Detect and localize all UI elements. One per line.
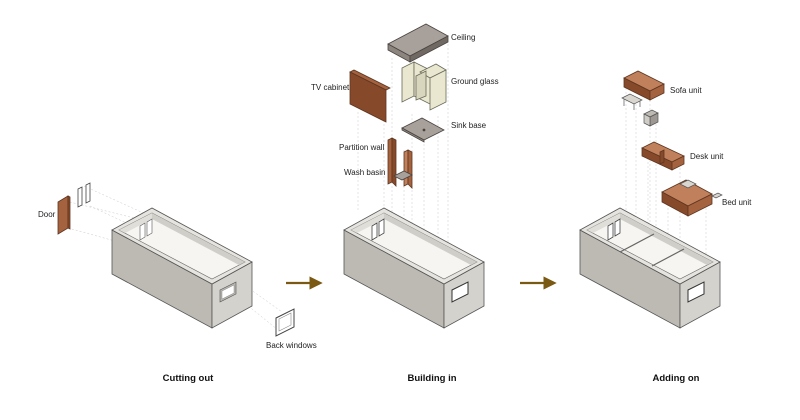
chair-part — [643, 109, 659, 127]
label-tv-cabinet: TV cabinet — [311, 83, 350, 92]
stool-part — [621, 93, 643, 110]
desk-unit-part — [641, 141, 685, 171]
stage-title-cutting-out: Cutting out — [163, 373, 214, 384]
wash-basin-part — [393, 149, 413, 189]
label-sofa-unit: Sofa unit — [670, 86, 702, 95]
room-box-adding — [579, 207, 721, 329]
stage-adding-on: Sofa unit Desk unit Bed unit Adding on — [579, 70, 752, 384]
room-box-cutting — [111, 207, 253, 329]
label-ground-glass: Ground glass — [451, 77, 499, 86]
back-window-part — [275, 308, 295, 337]
stage-building-in: Ceiling TV cabinet Ground glass Sink bas… — [311, 23, 499, 384]
back-window-frame-1 — [77, 186, 83, 208]
sofa-unit-part — [623, 70, 665, 101]
stage-title-building-in: Building in — [407, 373, 456, 384]
stage-title-adding-on: Adding on — [653, 373, 700, 384]
tv-cabinet-part — [349, 69, 391, 123]
label-bed-unit: Bed unit — [722, 198, 752, 207]
label-desk-unit: Desk unit — [690, 152, 724, 161]
label-back-windows: Back windows — [266, 341, 317, 350]
label-sink-base: Sink base — [451, 121, 487, 130]
sink-base-part — [401, 117, 445, 143]
ground-glass-part — [401, 61, 447, 111]
label-ceiling: Ceiling — [451, 33, 475, 42]
back-window-frame-2 — [85, 182, 91, 204]
label-wash-basin: Wash basin — [344, 168, 386, 177]
bed-unit-part — [661, 179, 723, 217]
label-door: Door — [38, 210, 56, 219]
stage-cutting-out: Door Back windows Cutting out — [38, 182, 317, 384]
partition-wall-part — [387, 137, 397, 187]
door-part — [57, 195, 69, 235]
label-partition-wall: Partition wall — [339, 143, 385, 152]
room-box-building — [343, 207, 485, 329]
ceiling-part — [387, 23, 449, 63]
